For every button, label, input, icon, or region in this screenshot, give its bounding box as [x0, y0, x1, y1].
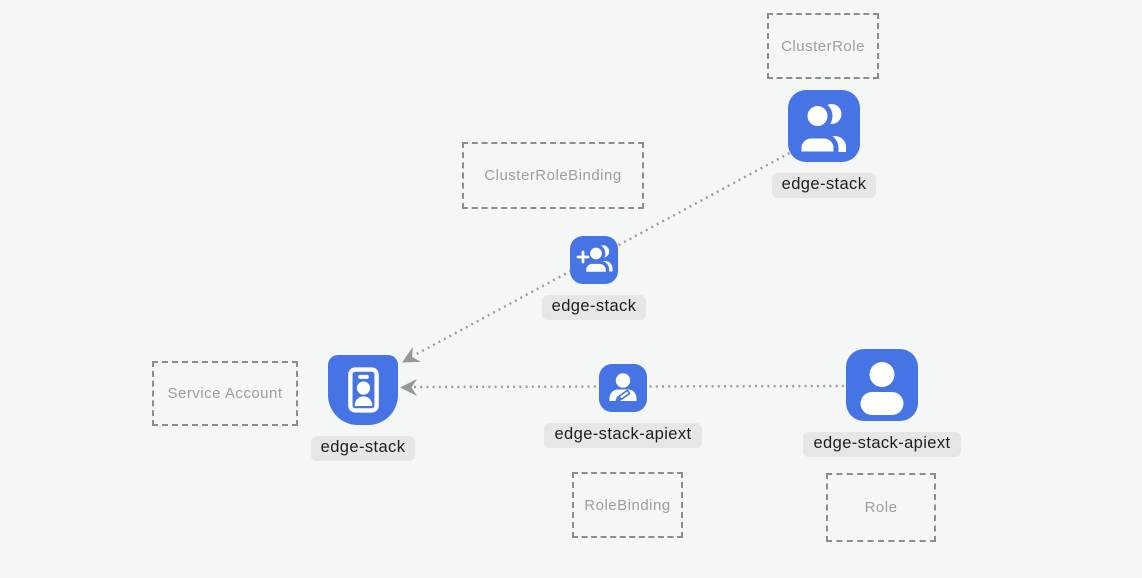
node-role-edge-stack-apiext: edge-stack-apiext — [803, 349, 961, 457]
node-clusterrole-edge-stack: edge-stack — [771, 90, 877, 198]
kind-box-clusterrole: ClusterRole — [767, 13, 879, 79]
kind-box-role-label: Role — [864, 499, 898, 516]
kind-box-role: Role — [826, 473, 936, 542]
id-badge-icon — [348, 367, 379, 413]
person-icon — [860, 362, 904, 415]
kind-box-clusterrolebinding-label: ClusterRoleBinding — [484, 167, 622, 184]
kind-box-clusterrolebinding: ClusterRoleBinding — [462, 142, 644, 209]
users-icon — [796, 101, 846, 157]
serviceaccount-node-tile[interactable] — [328, 355, 398, 425]
node-label: edge-stack-apiext — [544, 423, 702, 448]
clusterrole-node-tile[interactable] — [788, 90, 860, 162]
node-label: edge-stack — [541, 295, 647, 320]
node-rolebinding-edge-stack-apiext: edge-stack-apiext — [544, 364, 702, 448]
role-node-tile[interactable] — [846, 349, 918, 421]
node-label: edge-stack — [771, 173, 877, 198]
person-edit-icon — [609, 373, 637, 402]
kind-box-clusterrole-label: ClusterRole — [781, 37, 865, 55]
node-serviceaccount-edge-stack: edge-stack — [310, 355, 416, 461]
arrowhead-from-rolebinding — [400, 379, 417, 396]
kind-box-serviceaccount: Service Account — [152, 361, 298, 426]
node-label: edge-stack — [310, 436, 416, 461]
kind-box-serviceaccount-label: Service Account — [167, 385, 283, 402]
node-label: edge-stack-apiext — [803, 432, 961, 457]
clusterrolebinding-node-tile[interactable] — [570, 236, 618, 284]
arrowhead-from-clusterrolebinding — [402, 346, 421, 363]
person-add-icon — [576, 244, 613, 276]
node-clusterrolebinding-edge-stack: edge-stack — [541, 236, 647, 320]
rolebinding-node-tile[interactable] — [599, 364, 647, 412]
kind-box-rolebinding: RoleBinding — [572, 472, 683, 538]
kind-box-rolebinding-label: RoleBinding — [584, 496, 671, 514]
